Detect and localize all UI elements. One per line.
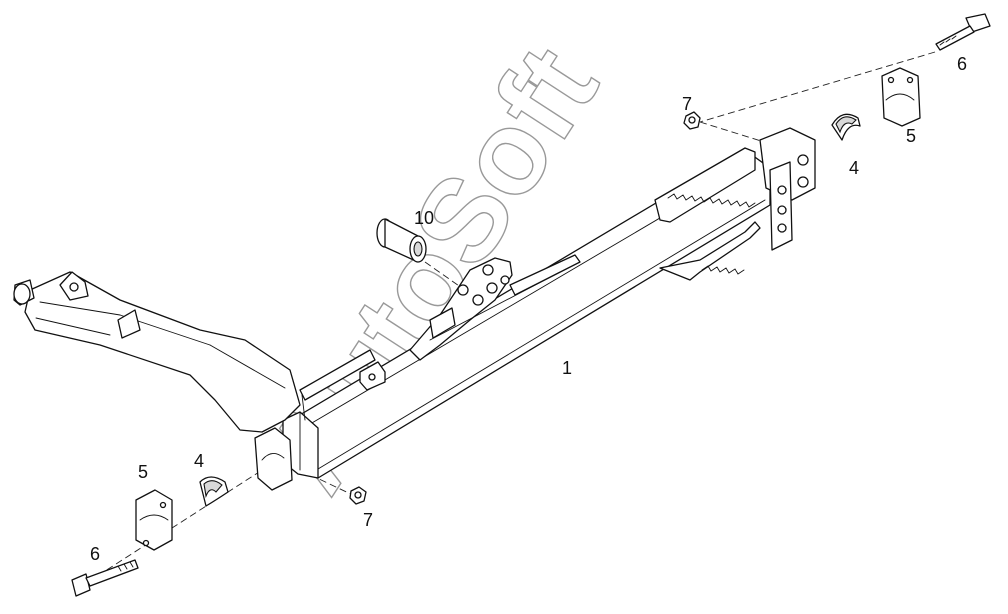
callout-bushing-left: 4: [194, 451, 204, 471]
callout-bolt-left: 6: [90, 544, 100, 564]
nut-right-part: [683, 111, 701, 130]
clamp-left-part: [135, 489, 173, 551]
bolt-right-part: [935, 13, 991, 51]
callout-sleeve: 10: [414, 208, 434, 228]
bushing-right-part: [831, 113, 861, 141]
callout-labels: 1 4 4 5 5 6 6 7 7 10: [90, 54, 967, 564]
bolt-left-part: [71, 559, 139, 597]
callout-bushing-right: 4: [849, 158, 859, 178]
callout-clamp-left: 5: [138, 462, 148, 482]
callout-bolt-right: 6: [957, 54, 967, 74]
callout-clamp-right: 5: [906, 126, 916, 146]
nut-left-part: [349, 486, 367, 505]
callout-frame: 1: [562, 358, 572, 378]
callout-nut-right: 7: [682, 94, 692, 114]
bushing-left-part: [199, 476, 229, 507]
callout-nut-left: 7: [363, 510, 373, 530]
main-frame: [13, 127, 816, 491]
sleeve-part: [376, 218, 427, 263]
clamp-right-part: [881, 67, 921, 127]
